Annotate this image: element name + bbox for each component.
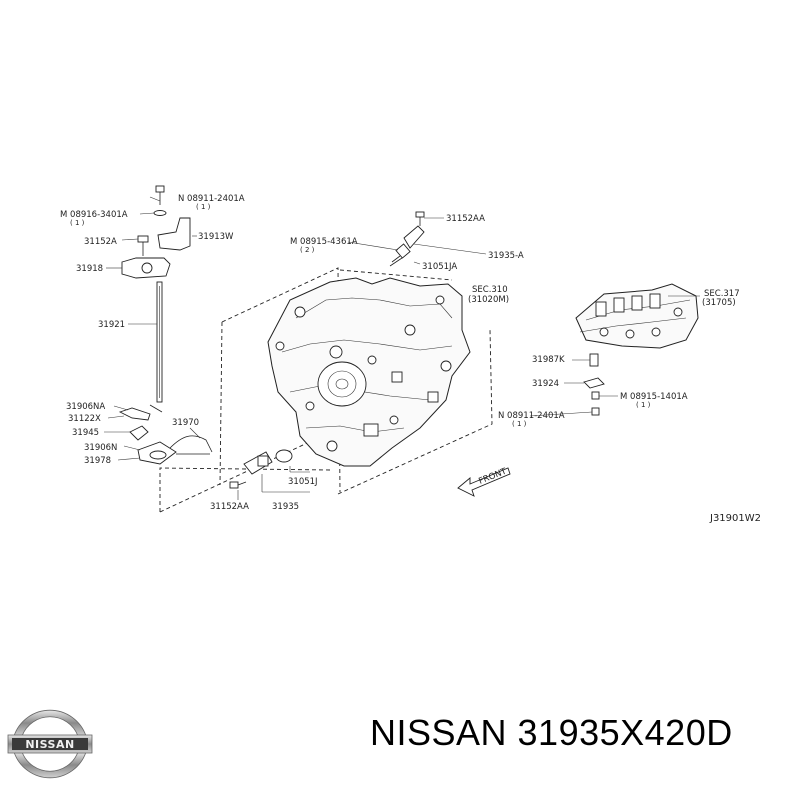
control-valve-assembly: [529, 283, 700, 417]
label-08911-2401A-top-qty: ( 1 ): [196, 203, 211, 211]
label-sec-310: SEC.310: [472, 285, 508, 295]
label-sec-317-ref: (31705): [702, 298, 736, 308]
label-31918: 31918: [76, 264, 103, 274]
nissan-logo: NISSAN: [7, 709, 93, 779]
label-31152AA-bottom: 31152AA: [210, 502, 249, 512]
shift-linkage-assembly: [104, 185, 213, 465]
transmission-case: [267, 277, 471, 467]
label-08911-2401A-right: N 08911-2401A: [498, 411, 565, 421]
sensor-bottom-assembly: [229, 449, 310, 500]
label-31970: 31970: [172, 418, 199, 428]
label-08915-1401A: M 08915-1401A: [620, 392, 688, 402]
label-sec-310-ref: (31020M): [468, 295, 509, 305]
product-title: NISSAN 31935X420D: [370, 712, 733, 753]
label-08911-2401A-top: N 08911-2401A: [178, 194, 245, 204]
label-31987K: 31987K: [532, 355, 565, 365]
label-front: FRONT: [477, 466, 508, 486]
label-08915-4361A: M 08915-4361A: [290, 237, 358, 247]
label-31921: 31921: [98, 320, 125, 330]
label-08916-3401A-qty: ( 1 ): [70, 219, 85, 227]
label-31935-A: 31935-A: [488, 251, 524, 261]
label-31152A: 31152A: [84, 237, 117, 247]
label-31935: 31935: [272, 502, 299, 512]
label-31906N: 31906N: [84, 443, 117, 453]
label-31122X: 31122X: [68, 414, 101, 424]
nissan-logo-text: NISSAN: [25, 738, 74, 751]
label-08911-2401A-right-qty: ( 1 ): [512, 420, 527, 428]
label-31152AA-top: 31152AA: [446, 214, 485, 224]
sensor-top-assembly: [347, 211, 487, 267]
diagram-code: J31901W2: [709, 513, 761, 524]
label-31051JA: 31051JA: [422, 262, 457, 272]
label-31945: 31945: [72, 428, 99, 438]
label-08916-3401A: M 08916-3401A: [60, 210, 128, 220]
label-31978: 31978: [84, 456, 111, 466]
label-sec-317: SEC.317: [704, 289, 740, 299]
label-31051J: 31051J: [288, 477, 318, 487]
label-31906NA: 31906NA: [66, 402, 105, 412]
dashed-section-outline: [159, 267, 493, 513]
label-31924: 31924: [532, 379, 559, 389]
front-direction-arrow: [457, 467, 511, 497]
label-08915-1401A-qty: ( 1 ): [636, 401, 651, 409]
label-31913W: 31913W: [198, 232, 234, 242]
label-08915-4361A-qty: ( 2 ): [300, 246, 315, 254]
part-labels: N 08911-2401A ( 1 ) M 08916-3401A ( 1 ) …: [60, 194, 761, 524]
